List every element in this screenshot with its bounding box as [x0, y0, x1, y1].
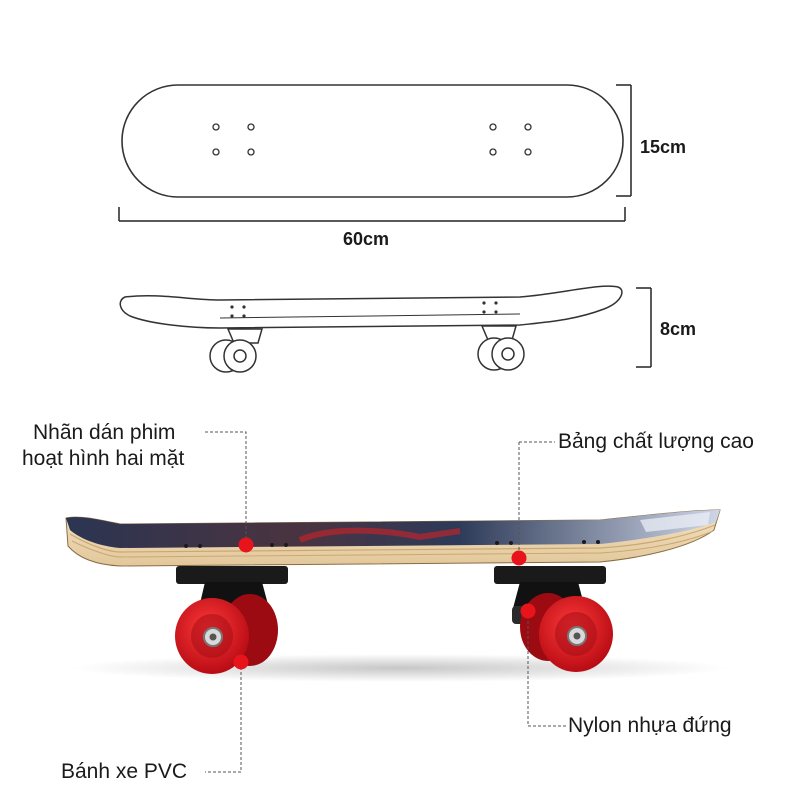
callout-dots: [233, 537, 536, 670]
top-view-deck: [121, 84, 624, 198]
wheel-right-front: [539, 596, 613, 672]
callout-leader-lines: [205, 431, 566, 773]
deck: [65, 509, 721, 567]
truck-callout: Nylon nhựa đứng: [568, 714, 732, 737]
board-callout: Bảng chất lượng cao: [558, 430, 754, 453]
top-view-bolt-holes: [212, 123, 532, 156]
length-dimension-line: [118, 207, 626, 222]
side-view-truck-right: [477, 325, 525, 371]
side-view-bolt-holes: [230, 301, 498, 318]
sticker-callout-line2: hoạt hình hai mặt: [22, 447, 185, 470]
board-callout-dot: [511, 550, 527, 566]
skateboard-photo: [65, 509, 730, 682]
sticker-callout-line1: Nhãn dán phim: [33, 421, 176, 444]
wheel-left-front: [175, 598, 249, 674]
side-view-truck-left: [209, 328, 263, 373]
truck-callout-dot: [520, 603, 536, 619]
deck-bolts: [184, 540, 600, 548]
side-view-board: [119, 285, 623, 373]
height-dimension-line: [636, 287, 652, 368]
width-label: 15cm: [640, 137, 687, 157]
wheel-callout-dot: [233, 654, 249, 670]
height-label: 8cm: [660, 319, 697, 339]
wheel-callout: Bánh xe PVC: [61, 760, 188, 783]
sticker-callout-dot: [238, 537, 254, 553]
width-dimension-line: [616, 84, 632, 197]
length-label: 60cm: [343, 229, 390, 249]
